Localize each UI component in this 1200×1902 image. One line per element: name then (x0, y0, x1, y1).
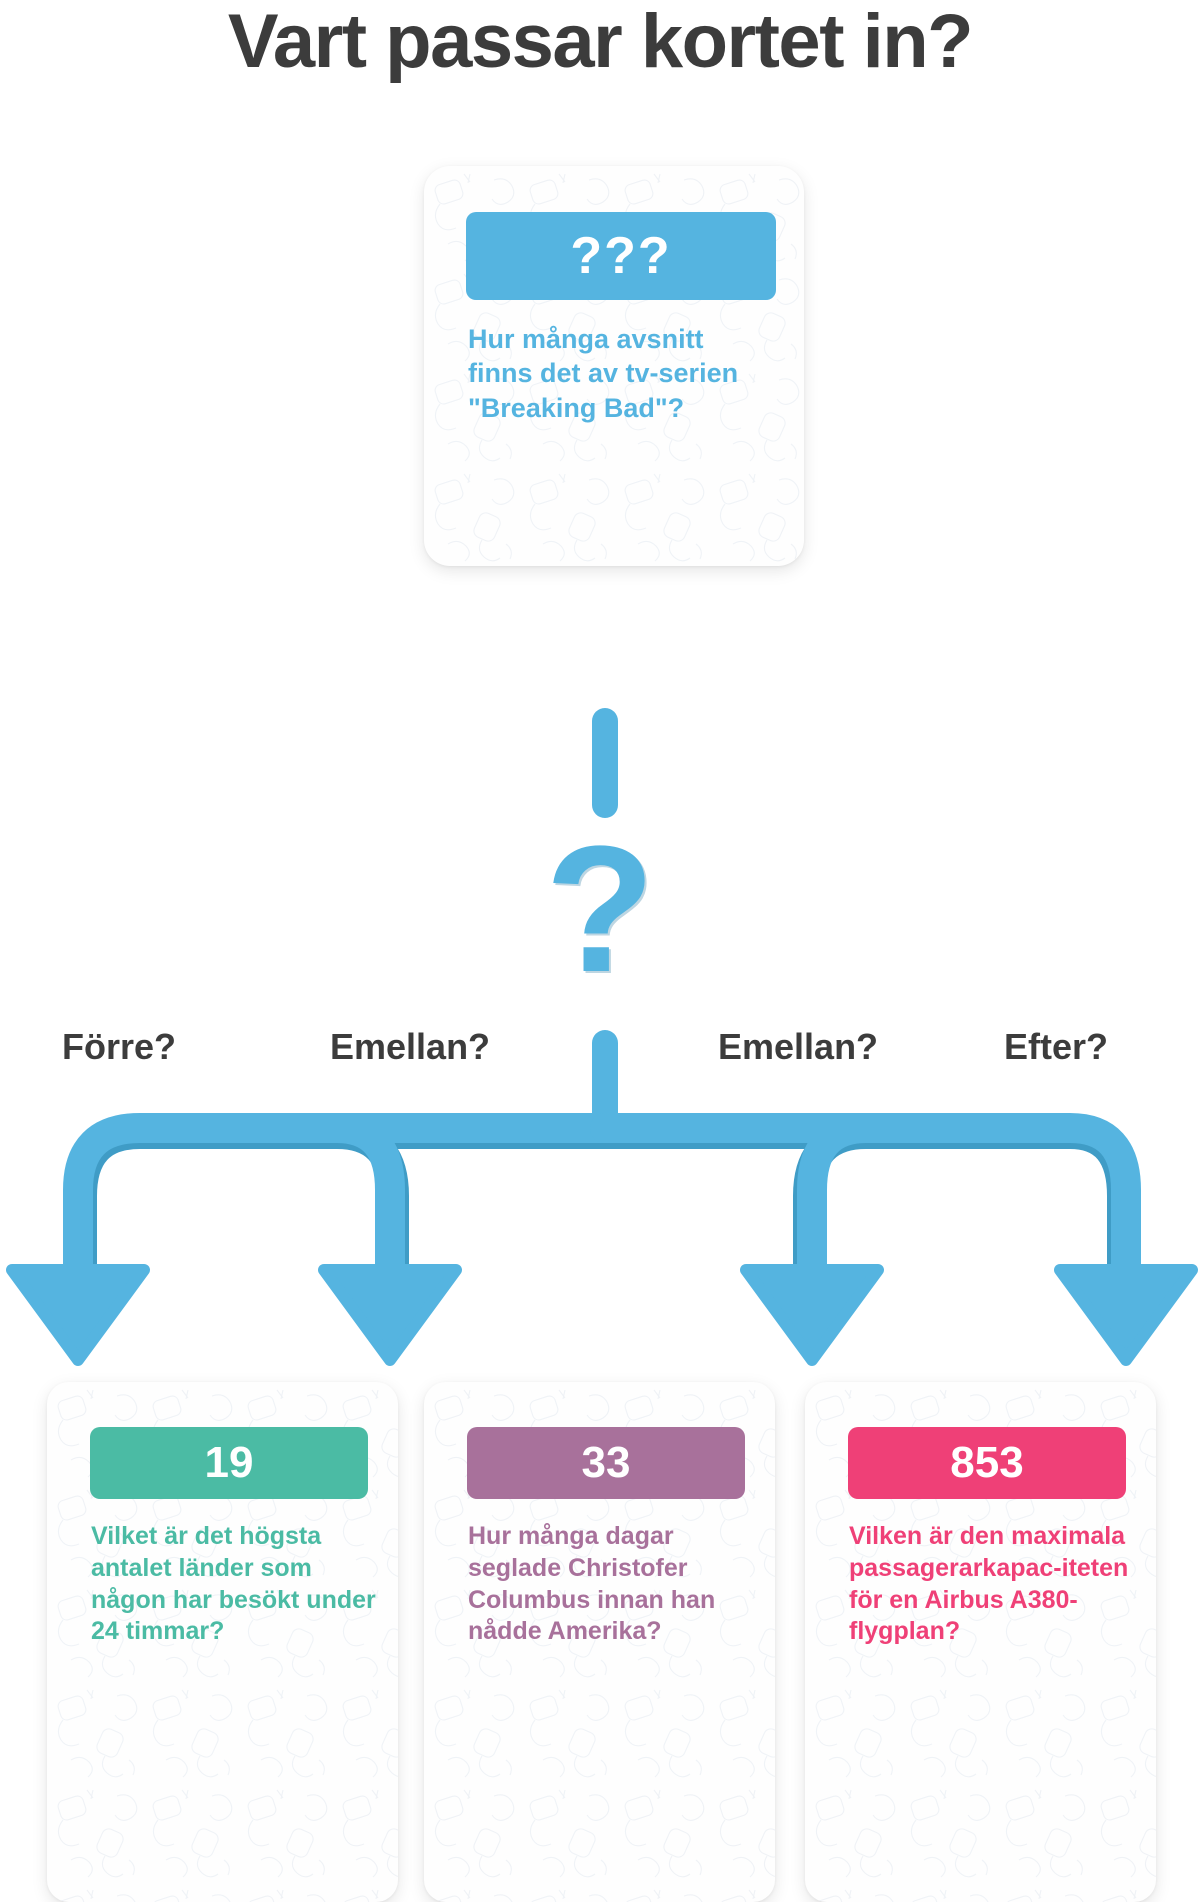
question-card-badge-label: ??? (570, 227, 672, 285)
branch-label-between-2: Emellan? (718, 1026, 879, 1067)
answer-card-badge: 19 (90, 1427, 368, 1499)
answer-card-badge: 853 (848, 1427, 1126, 1499)
answer-card-badge-label: 19 (204, 1438, 254, 1487)
answer-card-text: Hur många dagar seglade Christofer Colum… (468, 1522, 716, 1646)
answer-card-text: Vilket är det högsta antalet länder som … (91, 1522, 376, 1646)
connector-stem-upper (592, 708, 618, 818)
question-mark-icon: ? (545, 809, 655, 1010)
answer-card-badge: 33 (467, 1427, 745, 1499)
answer-card-badge-label: 33 (581, 1438, 631, 1487)
answer-card-purple[interactable]: 33 Hur många dagar seglade Christofer Co… (424, 1382, 775, 1902)
answer-card-badge-label: 853 (950, 1438, 1024, 1487)
branch-label-after: Efter? (1004, 1026, 1109, 1067)
branch-arrows (6, 1113, 1198, 1366)
answer-card-text: Vilken är den maximala passagerarkapac-i… (849, 1522, 1129, 1646)
branch-label-before: Förre? (62, 1026, 177, 1067)
connector-stem-lower (592, 1030, 618, 1120)
answer-card-pink[interactable]: 853 Vilken är den maximala passagerarkap… (805, 1382, 1156, 1902)
question-card-text: Hur många avsnitt finns det av tv-serien… (468, 324, 739, 423)
page-title: Vart passar kortet in? (227, 0, 974, 84)
branch-label-between-1: Emellan? (330, 1026, 491, 1067)
question-card-badge: ??? (466, 212, 776, 300)
question-card[interactable]: ??? Hur många avsnitt finns det av tv-se… (424, 166, 804, 566)
answer-card-green[interactable]: 19 Vilket är det högsta antalet länder s… (47, 1382, 398, 1902)
